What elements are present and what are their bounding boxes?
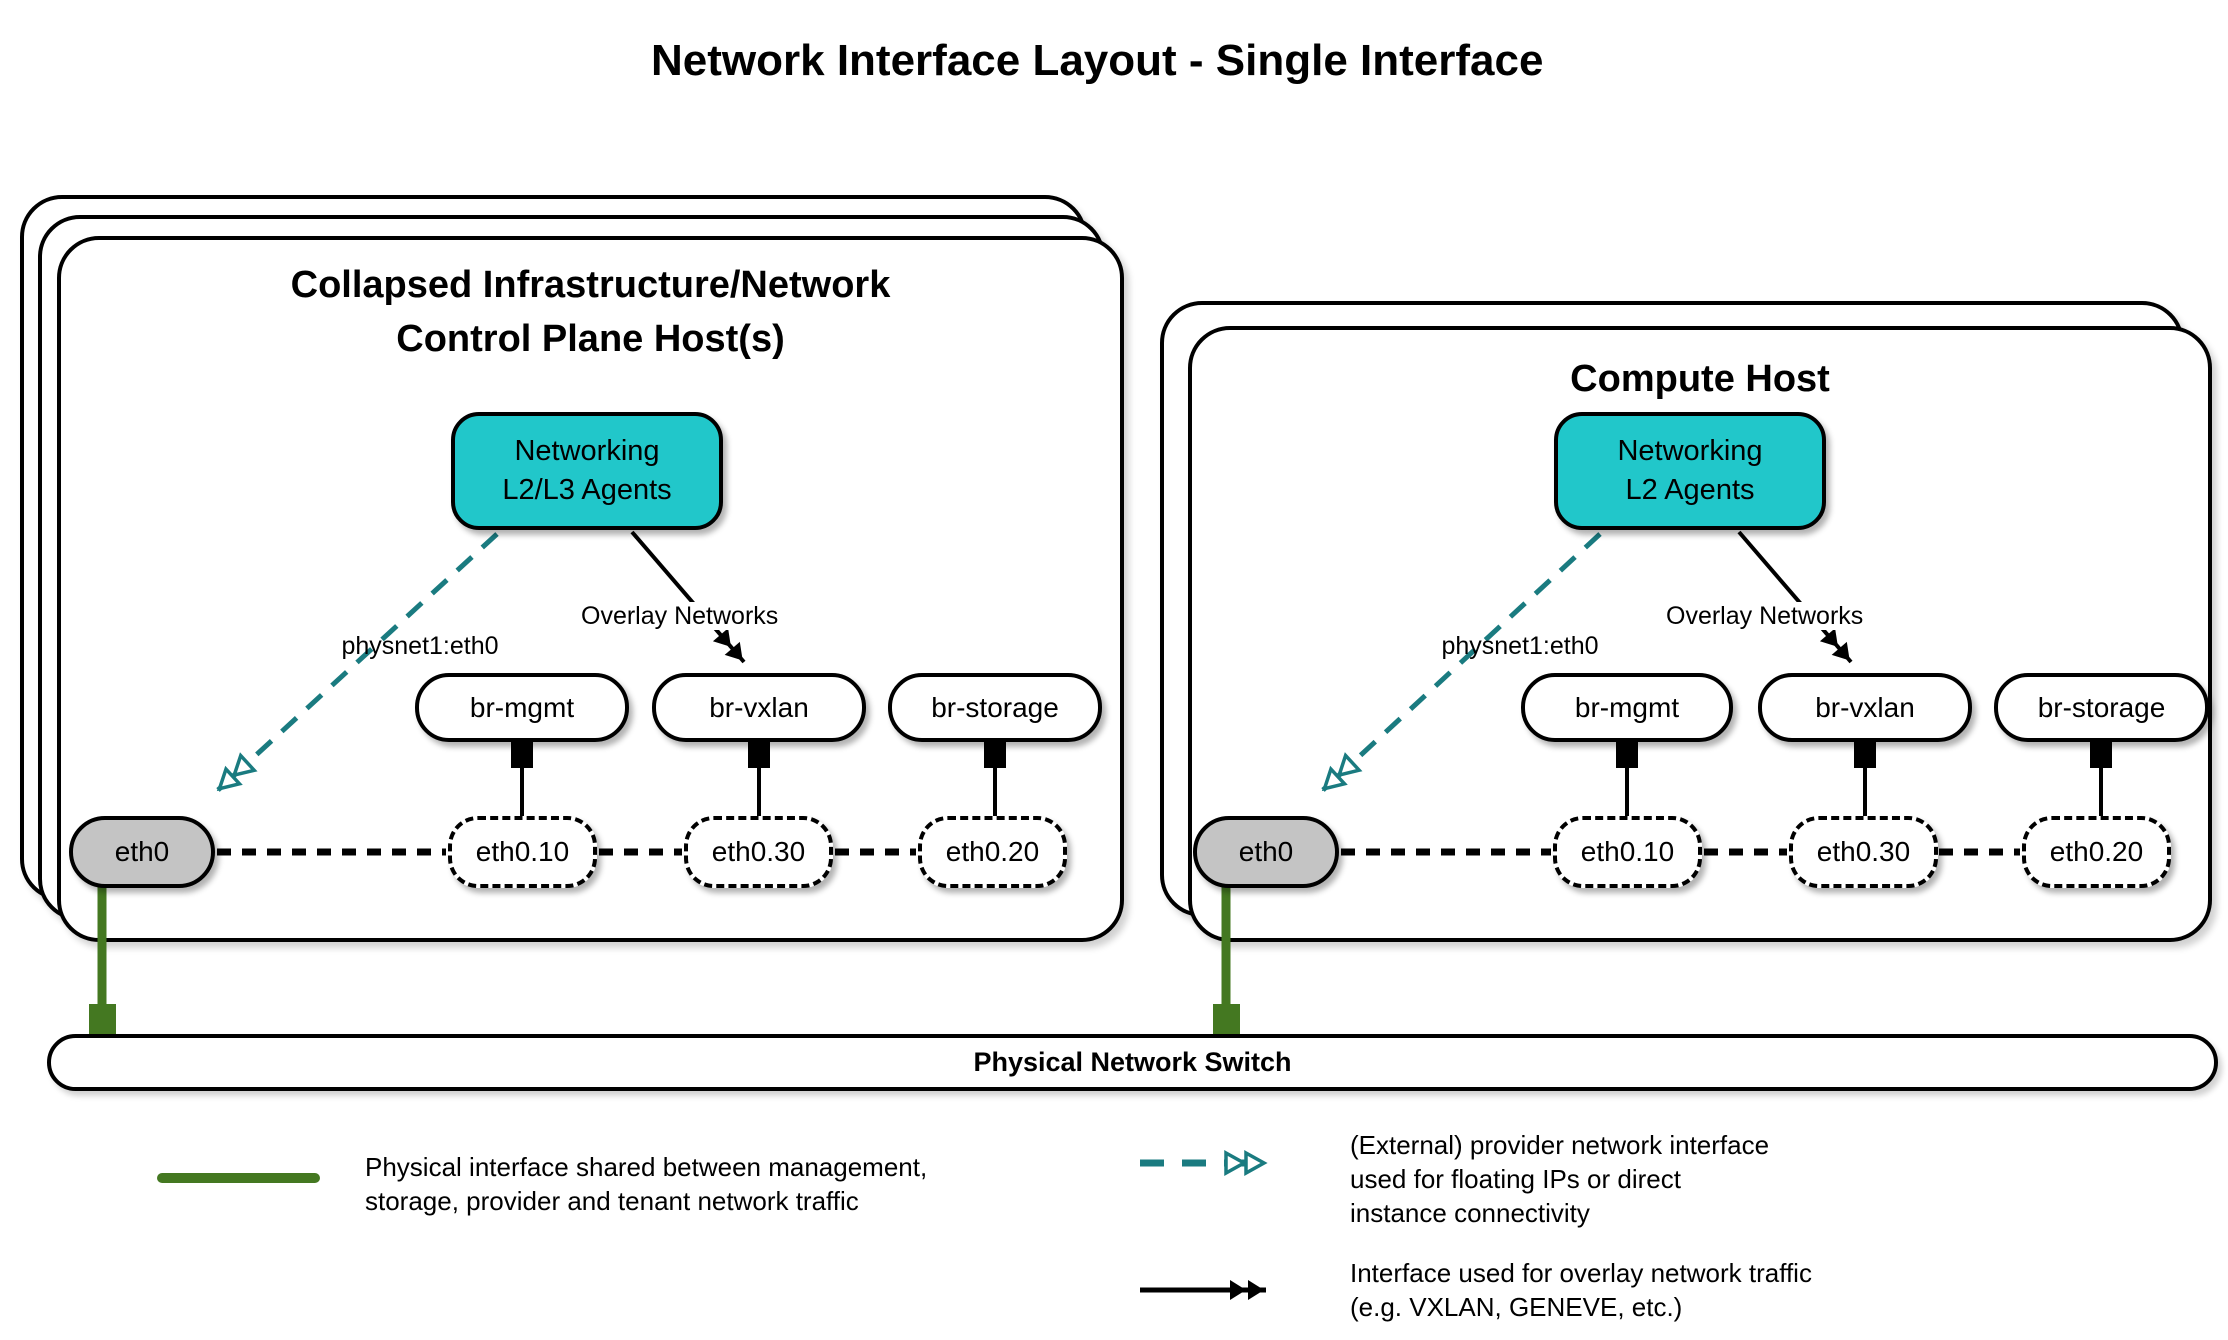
overlay-label-left: Overlay Networks	[575, 602, 785, 631]
agent-label-line1: Networking	[514, 435, 660, 467]
legend-green-line-swatch	[157, 1173, 320, 1183]
control-plane-host-title-line2: Control Plane Host(s)	[396, 318, 785, 360]
bridge-br-mgmt-right: br-mgmt	[1521, 673, 1733, 742]
overlay-label-right: Overlay Networks	[1660, 602, 1870, 631]
networking-agents-node-right: Networking L2 Agents	[1554, 412, 1826, 530]
vlan-eth0.10-right: eth0.10	[1553, 816, 1702, 888]
agent-label-line2: L2/L3 Agents	[502, 474, 672, 506]
vlan-eth0.10-left: eth0.10	[448, 816, 597, 888]
control-plane-host-title-line1: Collapsed Infrastructure/Network	[290, 264, 891, 306]
diagram-title: Network Interface Layout - Single Interf…	[651, 36, 1544, 85]
eth0-node-right: eth0	[1193, 816, 1339, 888]
bridge-br-storage-left: br-storage	[888, 673, 1102, 742]
uplink-connector-right	[1213, 1004, 1240, 1036]
physnet-label-left: physnet1:eth0	[341, 632, 499, 660]
legend-item-overlay-interface: Interface used for overlay network traff…	[1350, 1258, 1812, 1322]
vlan-eth0.20-right: eth0.20	[2022, 816, 2171, 888]
uplink-connector-left	[89, 1004, 116, 1036]
bridge-br-vxlan-right: br-vxlan	[1758, 673, 1972, 742]
eth0-node-left: eth0	[69, 816, 215, 888]
compute-host-title: Compute Host	[1188, 352, 2212, 406]
networking-agents-node-left: Networking L2/L3 Agents	[451, 412, 723, 530]
compute-host-title-line1: Compute Host	[1570, 358, 1830, 400]
physnet-label-right: physnet1:eth0	[1441, 632, 1599, 660]
legend-item-physical-interface: Physical interface shared between manage…	[365, 1152, 928, 1216]
vlan-eth0.30-right: eth0.30	[1789, 816, 1938, 888]
bridge-br-vxlan-left: br-vxlan	[652, 673, 866, 742]
legend-black-arrow-swatch	[1140, 1280, 1266, 1300]
bridge-br-mgmt-left: br-mgmt	[415, 673, 629, 742]
agent-label-line2: L2 Agents	[1625, 474, 1755, 506]
vlan-eth0.30-left: eth0.30	[684, 816, 833, 888]
bridge-br-storage-right: br-storage	[1994, 673, 2209, 742]
vlan-eth0.20-left: eth0.20	[918, 816, 1067, 888]
physical-network-switch-label: Physical Network Switch	[973, 1047, 1292, 1077]
legend-teal-dashed-arrow-swatch	[1140, 1150, 1268, 1176]
agent-label-line1: Networking	[1617, 435, 1763, 467]
physical-network-switch: Physical Network Switch	[47, 1034, 2218, 1091]
legend-item-provider-interface: (External) provider network interface us…	[1350, 1130, 1770, 1228]
control-plane-host-title: Collapsed Infrastructure/Network Control…	[57, 258, 1124, 366]
